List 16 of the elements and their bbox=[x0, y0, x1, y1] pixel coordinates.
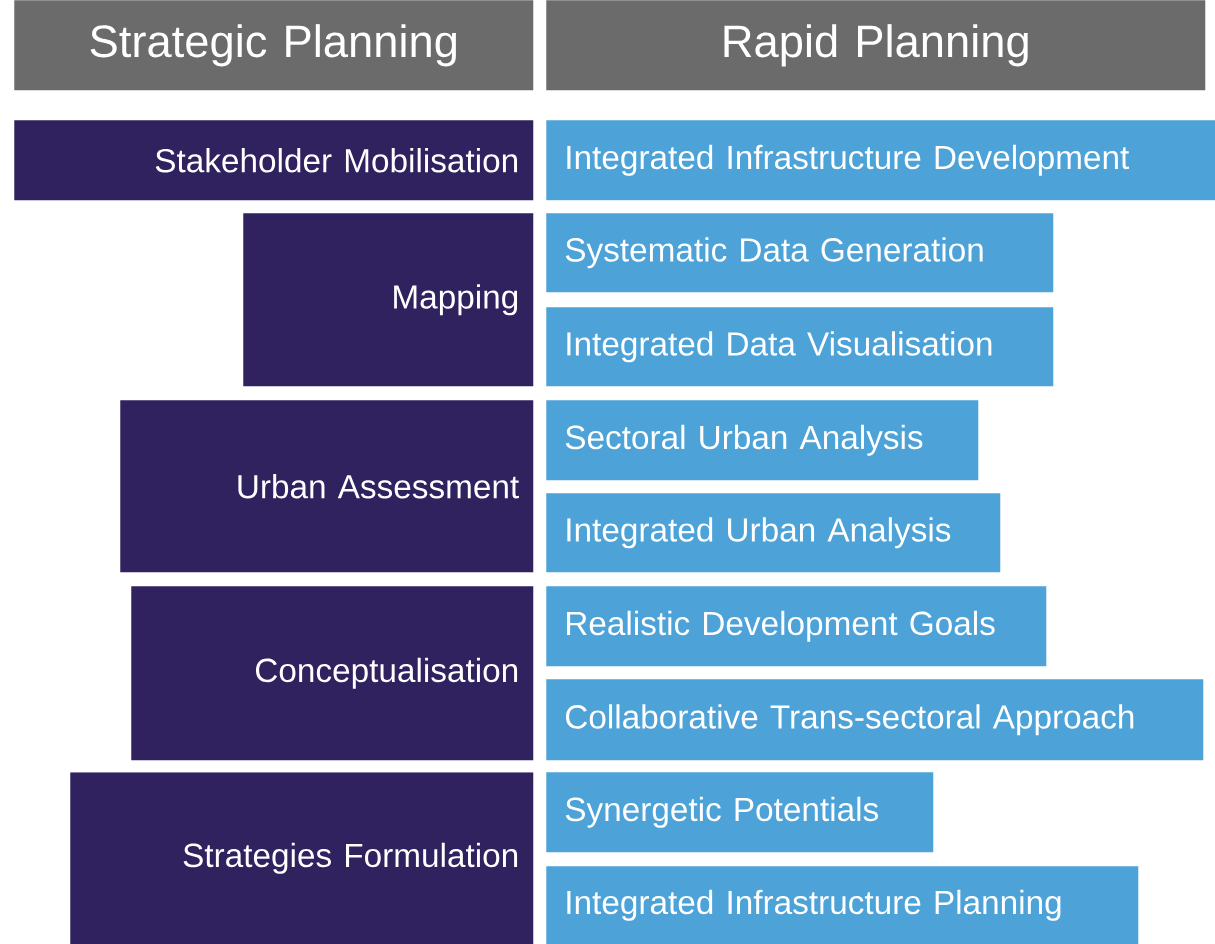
stage-box: Urban Assessment bbox=[120, 400, 534, 573]
step-box: Sectoral Urban Analysis bbox=[546, 400, 979, 481]
step-box: Integrated Infrastructure Planning bbox=[546, 866, 1139, 944]
stage-box: Conceptualisation bbox=[131, 586, 534, 761]
header-bar: Strategic Planning bbox=[14, 0, 534, 91]
stage-box: Strategies Formulation bbox=[70, 772, 534, 944]
stage-box: Mapping bbox=[243, 213, 534, 387]
step-box: Integrated Urban Analysis bbox=[546, 493, 1001, 573]
step-box: Collaborative Trans-sectoral Approach bbox=[546, 679, 1204, 761]
step-box: Synergetic Potentials bbox=[546, 772, 934, 853]
header-bar: Rapid Planning bbox=[546, 0, 1206, 91]
step-box: Systematic Data Generation bbox=[546, 213, 1054, 293]
step-box: Integrated Data Visualisation bbox=[546, 307, 1054, 387]
stage-box: Stakeholder Mobilisation bbox=[14, 120, 534, 201]
step-box: Realistic Development Goals bbox=[546, 586, 1047, 667]
step-box: Integrated Infrastructure Development bbox=[546, 120, 1215, 201]
